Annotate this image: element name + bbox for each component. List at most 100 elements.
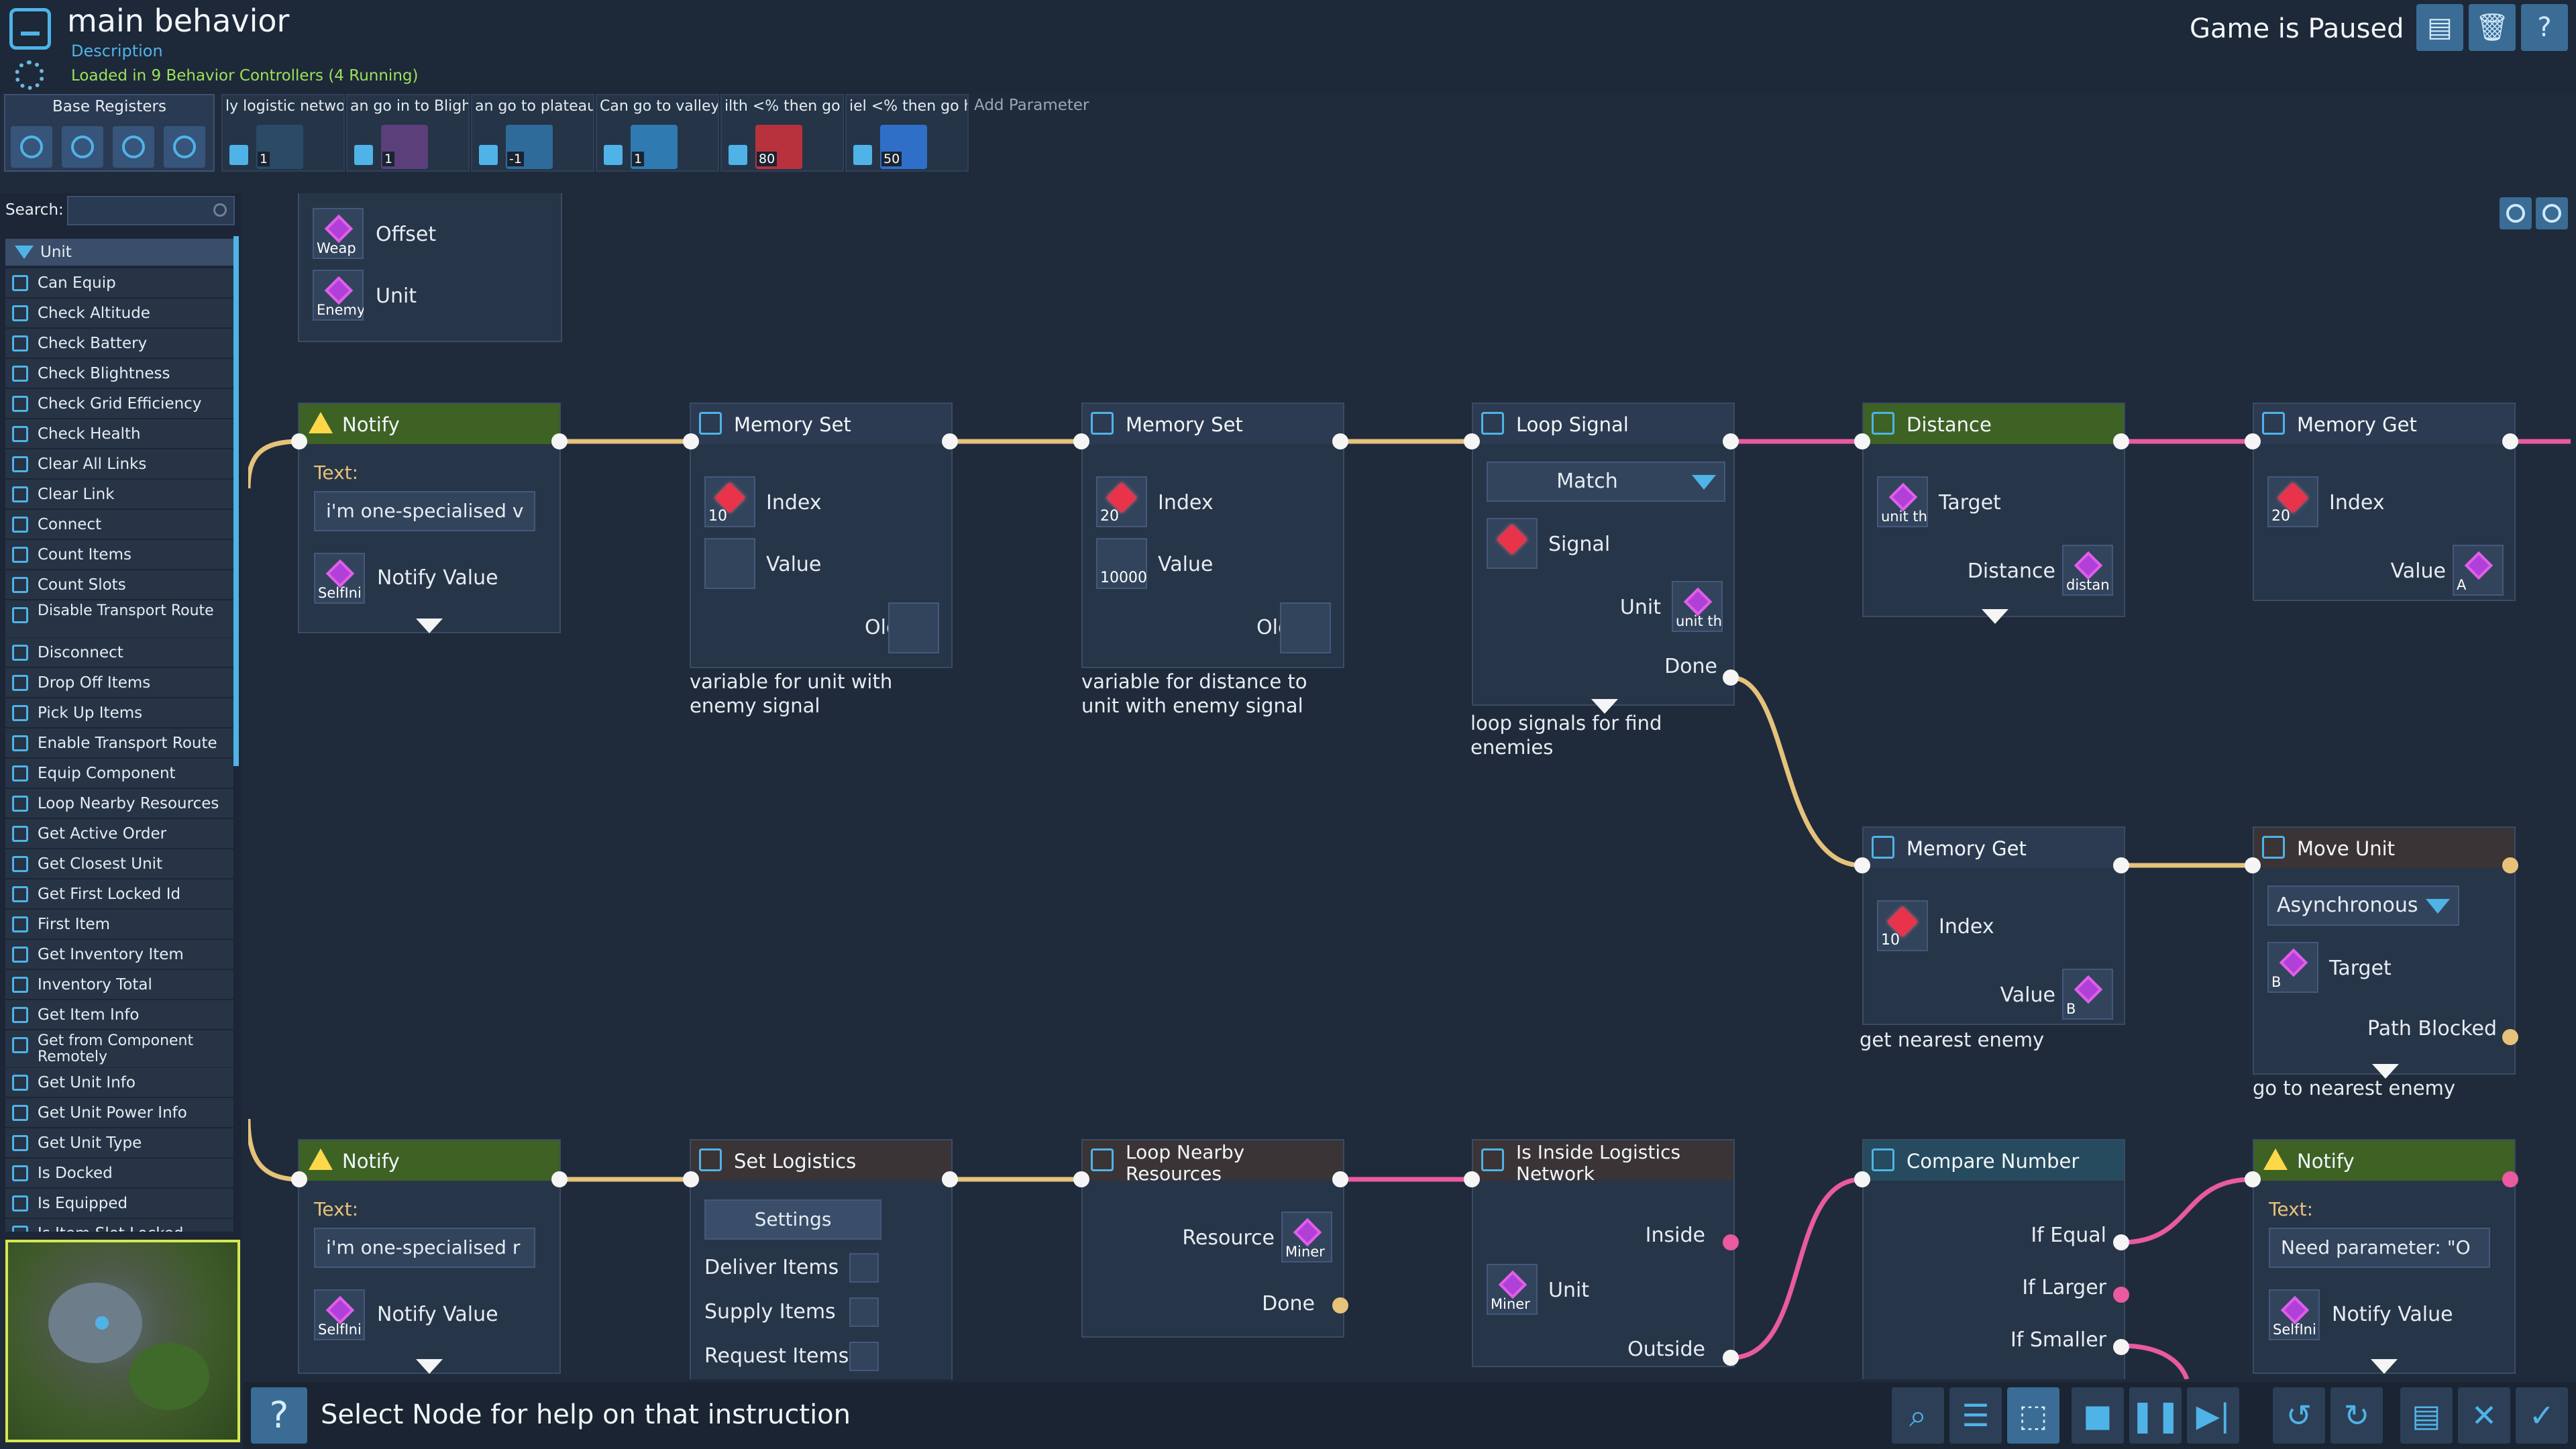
exec-in-port[interactable] — [2245, 1171, 2261, 1187]
next-caret[interactable] — [1982, 609, 2008, 624]
match-dropdown[interactable]: Match — [1487, 462, 1725, 502]
memory-set-node[interactable]: Memory Set 20 Index 10000 Value Old — [1081, 402, 1344, 668]
node-header[interactable]: Distance — [1864, 404, 2124, 444]
sidebar-item[interactable]: Inventory Total — [5, 970, 233, 1000]
exec-out-port[interactable] — [1723, 433, 1739, 449]
exec-out-port[interactable] — [1332, 433, 1348, 449]
sidebar-item[interactable]: Is Equipped — [5, 1189, 233, 1218]
parameter-panel[interactable]: Weap Offset Enemy Unit — [298, 193, 562, 342]
sidebar-item[interactable]: Clear All Links — [5, 449, 233, 479]
register-goto-icon[interactable] — [11, 126, 52, 168]
sidebar-item[interactable]: Is Docked — [5, 1159, 233, 1188]
node-header[interactable]: Memory Get — [2254, 404, 2514, 444]
exec-in-port[interactable] — [1073, 433, 1089, 449]
help-icon[interactable]: ? — [2521, 4, 2568, 51]
target-slot[interactable]: unit th — [1877, 476, 1928, 527]
index-slot[interactable]: 20 — [2267, 476, 2318, 527]
exec-out-port[interactable] — [551, 433, 568, 449]
memory-set-node[interactable]: Memory Set 10 Index Value Old — [690, 402, 953, 668]
register-signal-icon[interactable] — [164, 126, 205, 168]
notify-value-slot[interactable]: SelfIni — [2269, 1289, 2320, 1340]
sidebar-item[interactable]: Count Slots — [5, 570, 233, 600]
node-header[interactable]: Notify — [299, 1140, 559, 1181]
async-dropdown[interactable]: Asynchronous — [2267, 885, 2459, 926]
exec-out-port[interactable] — [2502, 433, 2518, 449]
select-icon[interactable]: ⬚ — [2007, 1387, 2059, 1444]
inside-network-node[interactable]: Is Inside Logistics Network Inside Miner… — [1472, 1139, 1735, 1367]
set-logistics-node[interactable]: Set Logistics Settings Deliver Items Sup… — [690, 1139, 953, 1379]
parameter-register[interactable]: an go to plateau -1 — [471, 94, 594, 172]
outside-port[interactable] — [1723, 1350, 1739, 1366]
node-header[interactable]: Is Inside Logistics Network — [1473, 1140, 1733, 1185]
loop-body-caret[interactable] — [1591, 699, 1618, 714]
zoom-out-icon[interactable] — [2500, 197, 2532, 229]
memory-get-node[interactable]: Memory Get 10 Index Value B — [1862, 826, 2125, 1025]
delete-parameter-icon[interactable] — [604, 145, 623, 165]
node-header[interactable]: Memory Set — [691, 404, 951, 444]
exec-in-port[interactable] — [683, 1171, 699, 1187]
notify-node[interactable]: Notify Text: i'm one-specialised v SelfI… — [298, 402, 561, 633]
sidebar-item[interactable]: Get from Component Remotely — [5, 1030, 233, 1068]
pause-icon[interactable]: ❚❚ — [2129, 1387, 2182, 1444]
add-parameter-button[interactable]: Add Parameter — [974, 97, 1089, 114]
behavior-description[interactable]: Description — [71, 42, 163, 60]
undo-icon[interactable]: ↺ — [2273, 1387, 2325, 1444]
sidebar-item[interactable]: Loop Nearby Resources — [5, 789, 233, 818]
notify-node[interactable]: Notify Text: i'm one-specialised r SelfI… — [298, 1139, 561, 1374]
node-header[interactable]: Move Unit — [2254, 828, 2514, 868]
step-icon[interactable]: ▶| — [2187, 1387, 2239, 1444]
delete-parameter-icon[interactable] — [729, 145, 747, 165]
inside-port[interactable] — [1723, 1234, 1739, 1250]
notify-text-field[interactable]: i'm one-specialised r — [314, 1228, 535, 1268]
deliver-checkbox[interactable] — [849, 1253, 879, 1283]
sidebar-item[interactable]: Get Unit Info — [5, 1068, 233, 1097]
index-slot[interactable]: 20 — [1096, 476, 1147, 527]
sidebar-scrollbar[interactable] — [233, 236, 239, 766]
node-header[interactable]: Loop Signal — [1473, 404, 1733, 444]
category-unit[interactable]: Unit — [5, 239, 233, 266]
notify-node[interactable]: Notify Text: Need parameter: "O SelfIni … — [2253, 1139, 2516, 1374]
search-icon[interactable] — [213, 203, 227, 217]
sidebar-item[interactable]: First Item — [5, 910, 233, 939]
exec-in-port[interactable] — [291, 433, 307, 449]
exec-out-port[interactable] — [2502, 1171, 2518, 1187]
sidebar-item[interactable]: Check Health — [5, 419, 233, 449]
parameter-register[interactable]: an go in to Bligh 1 — [346, 94, 470, 172]
sidebar-item[interactable]: Drop Off Items — [5, 668, 233, 698]
register-visited-icon[interactable] — [113, 126, 154, 168]
done-port[interactable] — [1723, 669, 1739, 686]
parameter-register[interactable]: Can go to valley? 1 — [596, 94, 719, 172]
sidebar-item[interactable]: Get Unit Type — [5, 1128, 233, 1158]
value-slot[interactable]: 10000 — [1096, 538, 1147, 589]
unit-slot[interactable]: Enemy — [313, 270, 364, 321]
sidebar-item[interactable]: Check Grid Efficiency — [5, 389, 233, 419]
sidebar-item[interactable]: Pick Up Items — [5, 698, 233, 728]
old-slot[interactable] — [888, 602, 939, 653]
node-header[interactable]: Set Logistics — [691, 1140, 951, 1181]
redo-icon[interactable]: ↻ — [2330, 1387, 2383, 1444]
node-header[interactable]: Memory Get — [1864, 828, 2124, 868]
search-node-icon[interactable]: ⌕ — [1892, 1387, 1944, 1444]
delete-parameter-icon[interactable] — [853, 145, 872, 165]
sidebar-item[interactable]: Check Blightness — [5, 359, 233, 388]
sidebar-item[interactable]: Check Battery — [5, 329, 233, 358]
exec-out-port[interactable] — [551, 1171, 568, 1187]
minimap[interactable] — [5, 1240, 240, 1442]
sidebar-item[interactable]: Enable Transport Route — [5, 729, 233, 758]
delete-parameter-icon[interactable] — [479, 145, 498, 165]
next-caret[interactable] — [416, 619, 443, 633]
close-icon[interactable]: ✕ — [2458, 1387, 2510, 1444]
exec-in-port[interactable] — [1464, 1171, 1480, 1187]
parameter-register[interactable]: ilth <% then go t 80 — [720, 94, 844, 172]
register-store-icon[interactable] — [62, 126, 103, 168]
distance-node[interactable]: Distance unit th Target Distance distan — [1862, 402, 2125, 624]
sidebar-item[interactable]: Equip Component — [5, 759, 233, 788]
sidebar-item[interactable]: Check Altitude — [5, 299, 233, 328]
value-slot[interactable] — [704, 538, 755, 589]
gear-icon[interactable] — [15, 60, 44, 90]
exec-in-port[interactable] — [1464, 433, 1480, 449]
confirm-icon[interactable]: ✓ — [2516, 1387, 2568, 1444]
exec-out-port[interactable] — [2113, 857, 2129, 873]
graph-canvas[interactable]: Weap Offset Enemy Unit Notify Text: i'm … — [248, 193, 2571, 1379]
index-slot[interactable]: 10 — [704, 476, 755, 527]
